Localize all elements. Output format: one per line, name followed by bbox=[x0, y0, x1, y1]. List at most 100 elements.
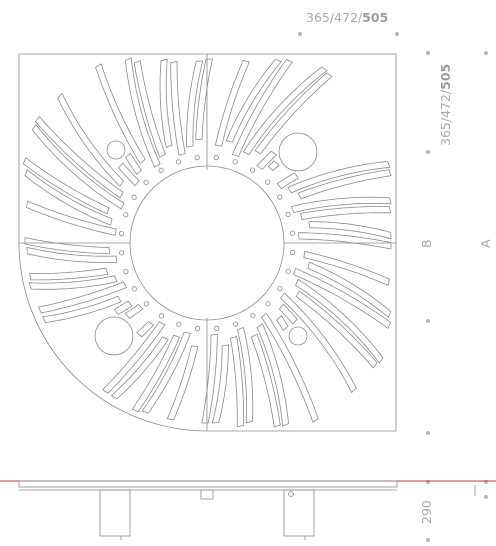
radial-slot bbox=[29, 267, 109, 281]
ring-hole bbox=[277, 285, 283, 292]
vent-circle-top-right bbox=[278, 132, 318, 172]
ring-hole bbox=[289, 230, 295, 236]
radial-slot bbox=[293, 267, 392, 329]
radial-slot bbox=[95, 63, 146, 164]
radial-slot bbox=[34, 115, 124, 199]
radial-slot bbox=[237, 326, 254, 424]
radial-slot bbox=[287, 160, 391, 194]
radial-slot bbox=[22, 157, 110, 215]
label-a: A bbox=[478, 239, 493, 248]
radial-slot bbox=[28, 275, 118, 290]
radial-slot bbox=[256, 150, 278, 170]
ring-hole bbox=[176, 321, 182, 327]
radial-slot bbox=[102, 321, 166, 394]
radial-slot bbox=[31, 124, 125, 210]
radial-slot bbox=[256, 323, 290, 427]
radial-slot bbox=[133, 60, 166, 158]
radial-slot bbox=[276, 315, 289, 332]
radial-slots bbox=[22, 57, 392, 428]
radial-slot bbox=[186, 60, 204, 148]
ring-hole bbox=[131, 286, 137, 292]
radial-slot bbox=[299, 205, 392, 220]
radial-slot bbox=[290, 196, 392, 213]
radial-slot bbox=[278, 303, 298, 325]
radial-slot bbox=[242, 66, 328, 156]
radial-slot bbox=[201, 334, 218, 424]
radial-slot bbox=[250, 333, 281, 428]
ring-hole bbox=[194, 155, 200, 161]
radial-slot bbox=[267, 160, 280, 172]
ring-hole bbox=[123, 212, 129, 218]
side-height-dimension: 365/472/505 bbox=[438, 63, 453, 146]
radial-slot bbox=[141, 331, 191, 414]
radial-slot bbox=[117, 162, 140, 187]
radial-slot bbox=[166, 345, 199, 421]
ring-hole bbox=[233, 321, 239, 327]
ring-holes bbox=[118, 154, 296, 332]
radial-slot bbox=[195, 58, 214, 141]
radial-slot bbox=[294, 278, 384, 364]
ring-hole bbox=[289, 249, 296, 255]
radial-slot bbox=[303, 250, 390, 286]
radial-slot bbox=[110, 336, 169, 400]
top-width-dimension: 365/472/505 bbox=[306, 10, 389, 25]
ring-hole bbox=[175, 159, 181, 165]
radial-slot bbox=[295, 290, 378, 369]
side-elevation bbox=[18, 480, 476, 540]
radial-slot bbox=[214, 60, 250, 147]
ring-hole bbox=[214, 325, 220, 331]
radial-slot bbox=[280, 292, 357, 394]
radial-slot bbox=[131, 334, 181, 413]
ring-hole bbox=[285, 268, 291, 274]
ring-hole bbox=[195, 325, 201, 332]
ring-hole bbox=[131, 194, 137, 200]
vent-circle-top-left bbox=[106, 140, 126, 160]
ring-hole bbox=[158, 313, 164, 319]
ring-hole bbox=[250, 313, 256, 319]
radial-slot bbox=[231, 58, 293, 157]
radial-slot bbox=[124, 57, 161, 168]
radial-slot bbox=[260, 312, 319, 423]
ring-hole bbox=[119, 250, 125, 256]
ring-hole bbox=[123, 268, 129, 275]
radial-slot bbox=[124, 303, 144, 319]
ring-hole bbox=[277, 194, 283, 200]
radial-slot bbox=[57, 92, 125, 187]
radial-slot bbox=[230, 335, 245, 428]
radial-slot bbox=[38, 281, 128, 314]
ring-hole bbox=[143, 301, 149, 307]
radial-slot bbox=[24, 169, 113, 226]
ring-hole bbox=[158, 167, 164, 173]
grate-outline bbox=[18, 53, 397, 432]
radial-slot bbox=[298, 232, 392, 250]
ring-hole bbox=[285, 211, 291, 217]
radial-slot bbox=[125, 152, 142, 176]
ring-hole bbox=[118, 231, 125, 237]
radial-slot bbox=[42, 295, 122, 324]
radial-slot bbox=[254, 72, 333, 155]
base-height-dimension: 290 bbox=[419, 500, 434, 524]
radial-slot bbox=[307, 261, 392, 318]
tree-opening bbox=[129, 165, 285, 321]
radial-slot bbox=[113, 300, 133, 316]
radial-slot bbox=[308, 221, 392, 240]
radial-slot bbox=[159, 58, 173, 148]
radial-slot bbox=[24, 237, 110, 255]
ring-hole bbox=[213, 154, 219, 161]
radial-slot bbox=[26, 246, 118, 263]
radial-slot bbox=[276, 172, 299, 190]
radial-slot bbox=[211, 344, 229, 424]
radial-slot bbox=[225, 58, 282, 143]
ring-hole bbox=[232, 159, 238, 165]
ring-hole bbox=[265, 301, 271, 307]
radial-slot bbox=[170, 60, 186, 156]
vent-circle-bottom-right bbox=[288, 326, 308, 346]
radial-slot bbox=[136, 320, 155, 338]
ring-hole bbox=[265, 179, 271, 185]
radial-slot bbox=[25, 200, 117, 236]
label-b: B bbox=[419, 239, 434, 248]
ring-hole bbox=[143, 179, 149, 185]
radial-slot bbox=[297, 169, 392, 200]
dimension-markers bbox=[298, 32, 488, 542]
